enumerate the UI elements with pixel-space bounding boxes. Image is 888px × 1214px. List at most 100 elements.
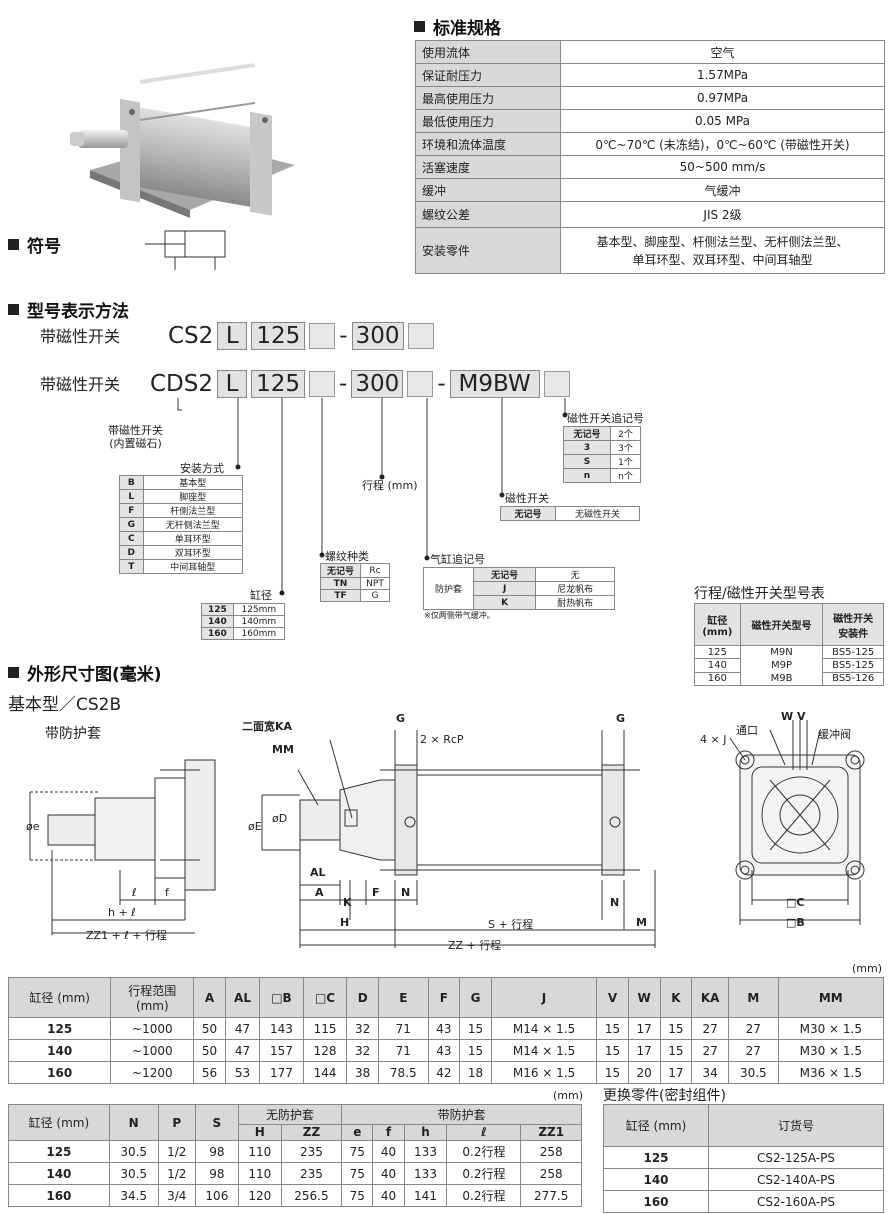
dims2-cell: 235: [280, 1162, 343, 1185]
option-desc: 2个: [609, 426, 642, 441]
dims-header: KA: [691, 977, 730, 1018]
dims-cell: 128: [302, 1039, 348, 1062]
option-code: F: [119, 503, 144, 518]
lookup-bore: 140: [694, 658, 741, 673]
option-desc: NPT: [359, 577, 391, 590]
bore-code-box: 125: [251, 322, 306, 350]
option-desc: 1个: [609, 454, 642, 469]
dims2-cell: 98: [194, 1140, 239, 1163]
model-line1-label: 带磁性开关: [40, 327, 121, 346]
dims-cell: M36 × 1.5: [777, 1061, 885, 1084]
option-desc: 无杆侧法兰型: [142, 517, 244, 532]
outline-heading: 外形尺寸图(毫米): [8, 660, 162, 685]
mount-code-box: L: [217, 322, 248, 350]
spec-value: 0℃~70℃ (未冻结)，0℃~60℃ (带磁性开关): [560, 132, 885, 156]
dims2-cell: 120: [237, 1184, 282, 1207]
thread-title: 螺纹种类: [325, 550, 369, 563]
model-dash: -: [339, 323, 348, 349]
dims2-cell: 106: [194, 1184, 239, 1207]
dims-cell: 42: [427, 1061, 461, 1084]
dims2-subheader: h: [403, 1123, 448, 1142]
spec-value: 0.05 MPa: [560, 109, 885, 133]
dims-cell: 78.5: [378, 1061, 429, 1084]
option-code: n: [563, 468, 611, 483]
label-j: 4 × J: [700, 733, 727, 746]
spec-key: 保证耐压力: [415, 63, 561, 87]
option-desc: 尼龙帆布: [535, 581, 615, 596]
option-desc: 160mm: [232, 627, 286, 640]
label-n: N: [401, 886, 411, 899]
dims2-h-n: N: [108, 1104, 159, 1141]
dims2-cell: 75: [341, 1162, 374, 1185]
dims2-cell: 133: [403, 1162, 448, 1185]
dims2-cell: 30.5: [108, 1140, 159, 1163]
label-s-stroke: S + 行程: [488, 918, 534, 931]
spec-value: 空气: [560, 40, 885, 64]
lookup-h-bore: 缸径 (mm): [694, 603, 741, 646]
dims2-cell: 160: [8, 1184, 110, 1207]
leader-lines: [177, 398, 568, 596]
dims-cell: 47: [224, 1017, 261, 1040]
outline-title: 外形尺寸图(毫米): [27, 665, 162, 685]
dims-cell: 71: [378, 1017, 429, 1040]
switch-code-box: M9BW: [449, 370, 540, 398]
spec-value: JIS 2级: [560, 201, 885, 228]
dims-cell: 34: [691, 1061, 730, 1084]
parts-bore: 125: [603, 1146, 709, 1169]
spec-value: 1.57MPa: [560, 63, 885, 87]
dims2-cell: 258: [520, 1140, 582, 1163]
boot-label: 带防护套: [45, 726, 101, 742]
dims-cell: 125: [7, 1017, 112, 1040]
dims-unit: (mm): [852, 962, 883, 975]
lookup-bore: 125: [694, 644, 741, 660]
label-al: AL: [310, 866, 326, 879]
dims-header: J: [490, 977, 598, 1018]
dims-header: D: [346, 977, 380, 1018]
dims2-subheader: ZZ: [280, 1123, 343, 1142]
dims2-cell: 0.2行程: [446, 1140, 522, 1163]
label-wv: W V: [781, 710, 806, 723]
thread-code-box-2: [309, 371, 336, 397]
switch-count-title: 磁性开关追记号: [567, 412, 644, 425]
option-desc: Rc: [359, 563, 391, 578]
spec-heading: 标准规格: [414, 14, 501, 39]
dims-header: M: [728, 977, 779, 1018]
dims-cell: M14 × 1.5: [490, 1039, 598, 1062]
label-g2: G: [616, 712, 626, 725]
model-prefix: CS2: [168, 323, 214, 349]
label-oe: øe: [26, 820, 40, 833]
dims-cell: 140: [7, 1039, 112, 1062]
cyl-group: 防护套: [423, 567, 474, 610]
dims-header: W: [627, 977, 661, 1018]
option-code: 140: [201, 615, 234, 628]
label-cushion: 缓冲阀: [818, 728, 851, 741]
label-f: F: [372, 886, 380, 899]
label-zz-stroke: ZZ + 行程: [448, 939, 502, 952]
dims-cell: 15: [596, 1061, 629, 1084]
dims-header: 行程范围 (mm): [110, 977, 195, 1018]
dims-cell: 71: [378, 1039, 429, 1062]
parts-order-no: CS2-160A-PS: [708, 1190, 884, 1213]
dims-cell: 53: [224, 1061, 261, 1084]
spec-key: 活塞速度: [415, 155, 561, 179]
dims2-cell: 110: [237, 1162, 282, 1185]
spec-key: 环境和流体温度: [415, 132, 561, 156]
dims-cell: 50: [193, 1039, 226, 1062]
